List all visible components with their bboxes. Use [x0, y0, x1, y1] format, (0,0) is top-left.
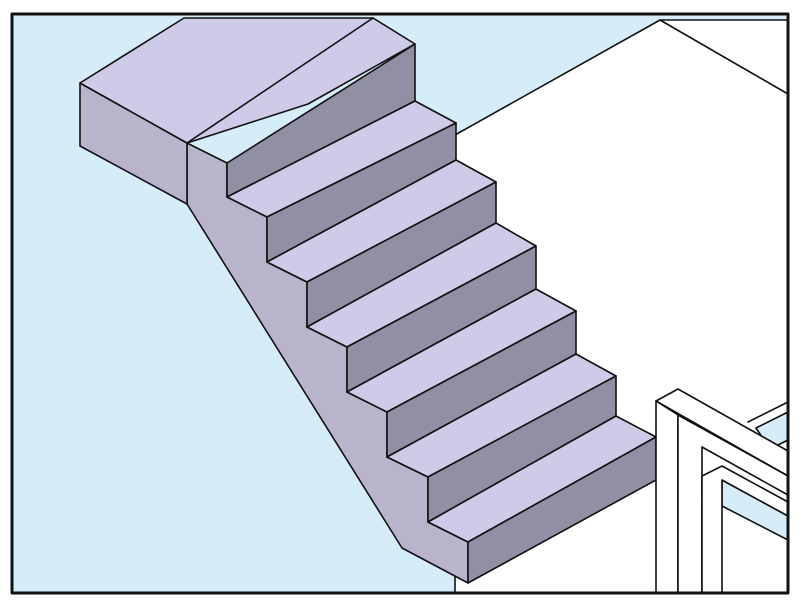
door-frame-rail — [747, 401, 789, 423]
door-frame-post-front — [655, 400, 679, 594]
landing-nosing-line — [186, 17, 374, 144]
step-3 — [306, 181, 537, 348]
door-frame — [655, 388, 789, 594]
floor-edge-line — [659, 19, 789, 95]
image-border — [10, 12, 790, 595]
step-4 — [346, 245, 577, 413]
